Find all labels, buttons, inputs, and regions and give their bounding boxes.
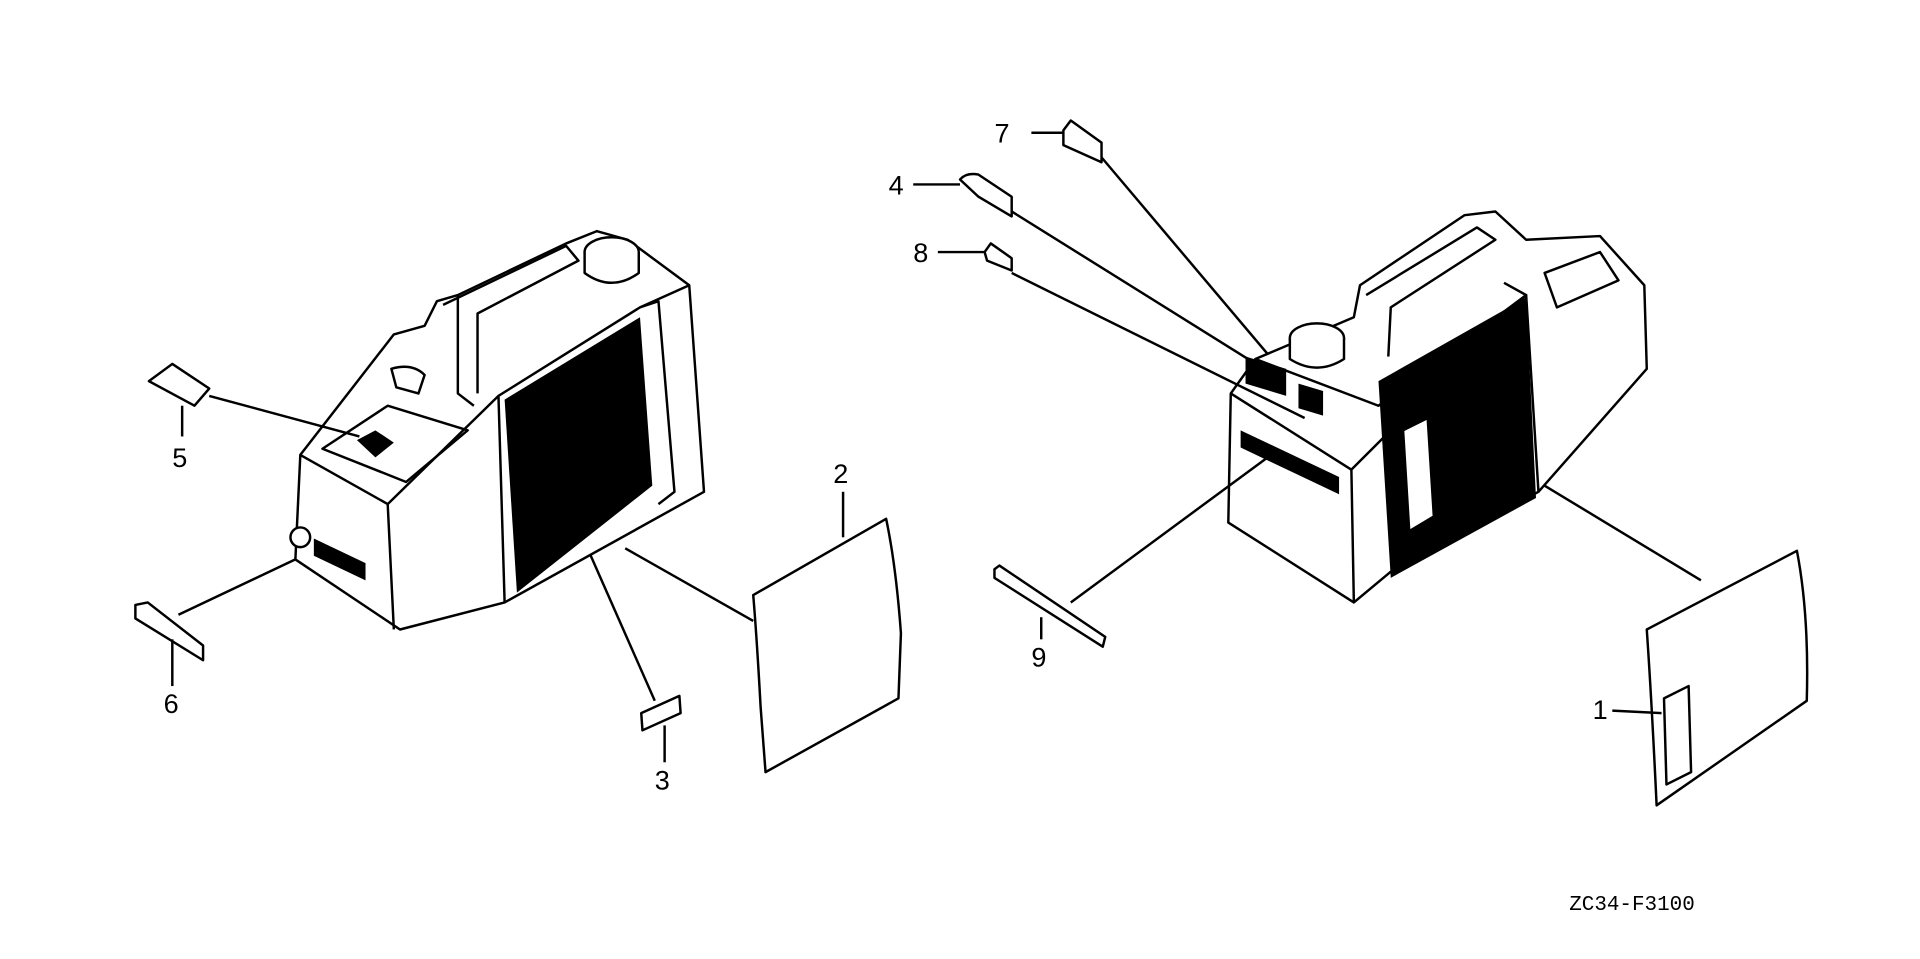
callout-3: 3: [655, 765, 670, 795]
callout-8: 8: [913, 238, 928, 268]
callout-5: 5: [172, 443, 187, 473]
part-5-label: [147, 362, 211, 407]
part-7-label: [1062, 119, 1103, 164]
part-6-label: [134, 601, 205, 662]
callout-2: 2: [833, 459, 848, 489]
callout-7: 7: [994, 119, 1009, 149]
part-9-label: [993, 564, 1107, 648]
diagram-code: ZC34-F3100: [1569, 894, 1695, 917]
callout-4: 4: [889, 170, 904, 200]
part-2-label: [752, 517, 903, 774]
part-4-label: [958, 172, 1013, 218]
part-3-label: [640, 694, 682, 732]
part-8-label: [983, 242, 1013, 272]
callout-9: 9: [1031, 642, 1046, 672]
generator-left-view: [289, 229, 706, 631]
callout-6: 6: [164, 689, 179, 719]
leader-lines: [171, 131, 1702, 763]
generator-right-view: [1227, 210, 1649, 604]
callout-1: 1: [1593, 695, 1608, 725]
